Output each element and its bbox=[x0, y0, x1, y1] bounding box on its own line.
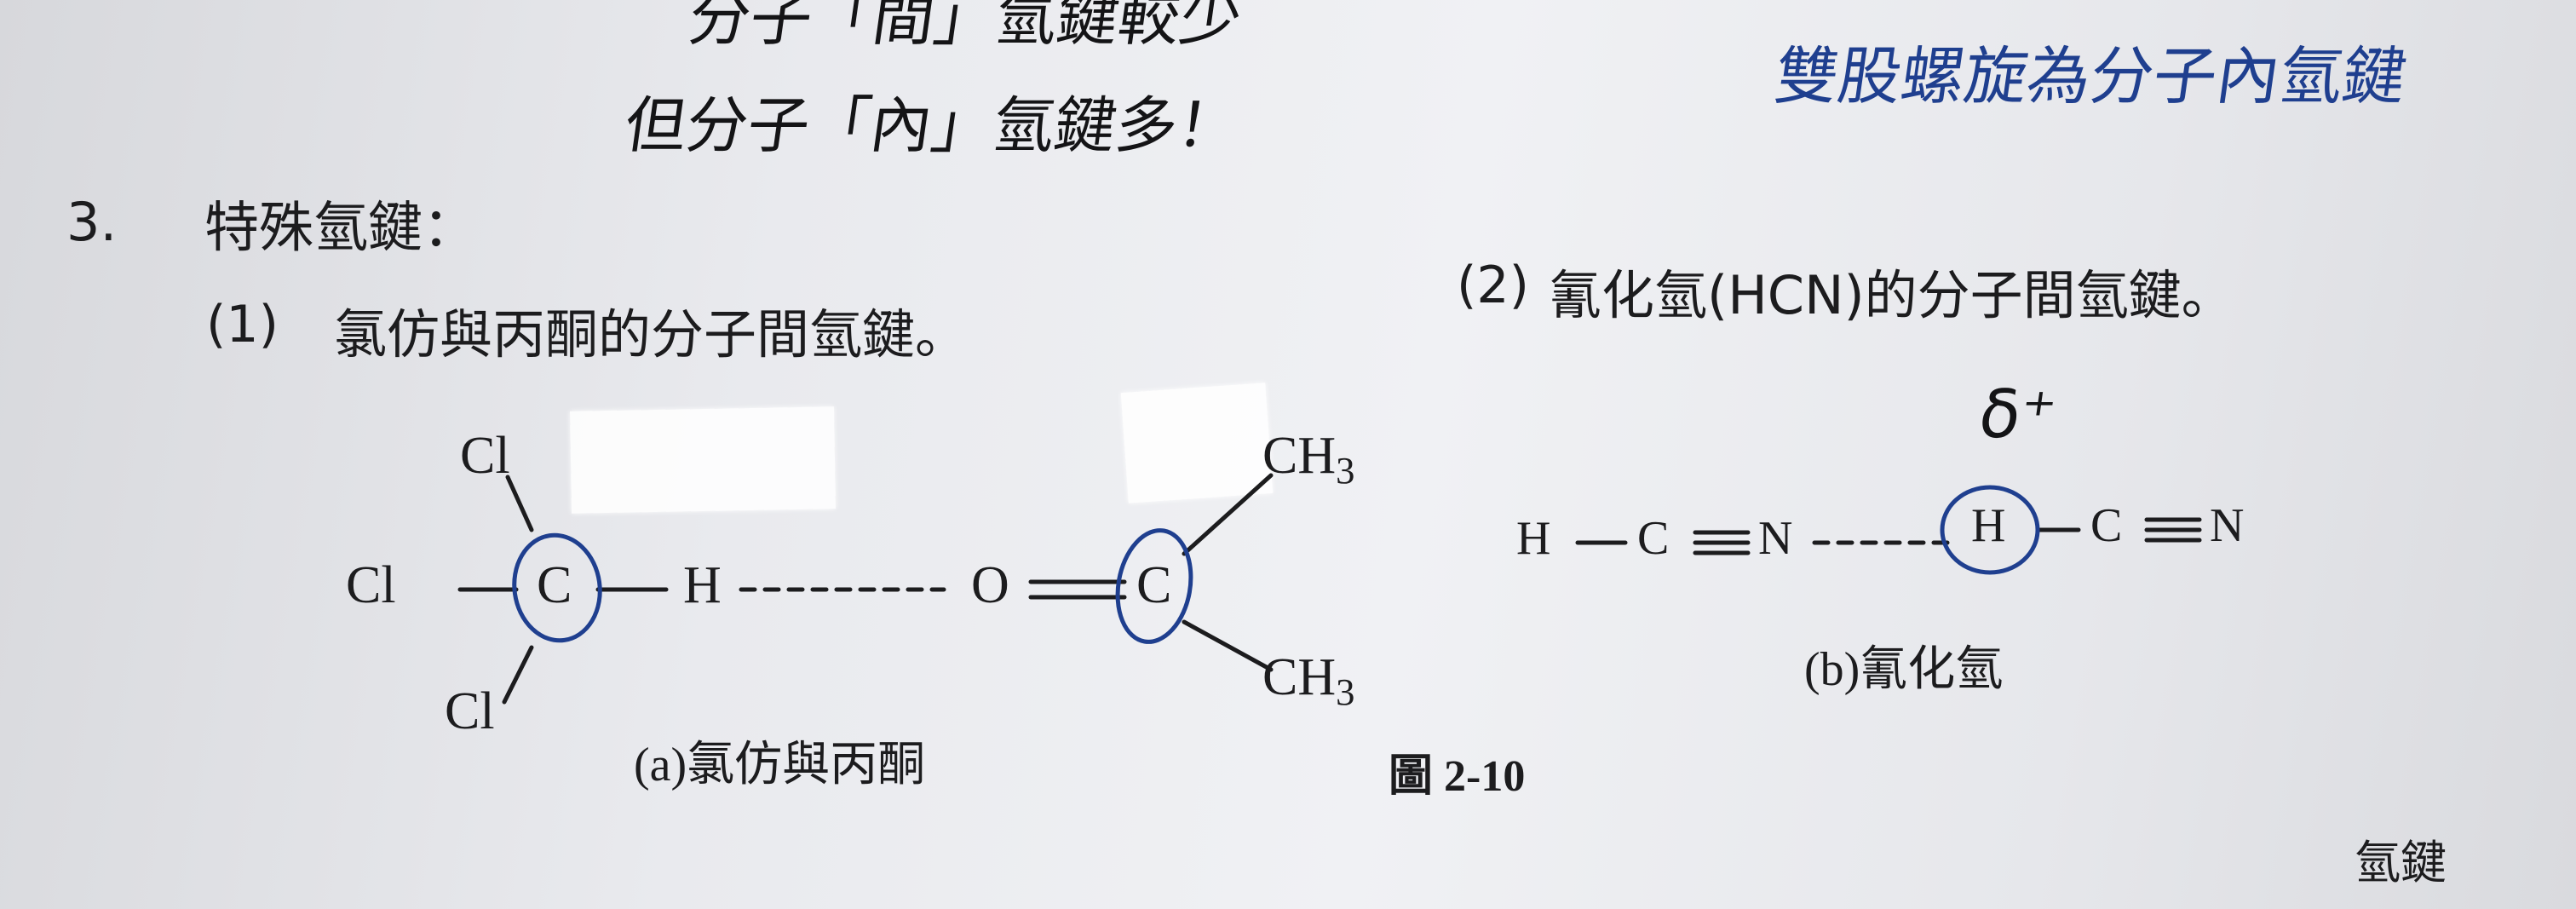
atom-ch3-top: CH3 bbox=[1262, 427, 1355, 492]
circle-chloroform-carbon bbox=[512, 532, 602, 643]
item-1-text: 氯仿與丙酮的分子間氫鍵。 bbox=[334, 303, 969, 365]
footer-label: 氫鍵 bbox=[2355, 837, 2447, 889]
figure-label: 圖 2-10 bbox=[1389, 752, 1526, 801]
atom-c-chloroform: C bbox=[537, 556, 572, 614]
atom-o-acetone: O bbox=[971, 556, 1009, 614]
section-number: 3. bbox=[66, 191, 118, 253]
atom-cl-top: Cl bbox=[460, 427, 510, 485]
bond-c-ch3-up bbox=[1182, 473, 1274, 556]
atom-h-chloroform: H bbox=[683, 556, 722, 614]
item-2-text: 氰化氫(HCN)的分子間氫鍵。 bbox=[1549, 264, 2234, 326]
section-title: 特殊氫鍵： bbox=[204, 197, 477, 260]
subscript-3: 3 bbox=[1336, 670, 1355, 714]
atom-c-acetone: C bbox=[1136, 556, 1172, 614]
atom-ch3-bottom: CH3 bbox=[1262, 648, 1355, 714]
atom-n-1: N bbox=[1758, 512, 1793, 565]
bond-cl-bottom bbox=[502, 645, 534, 705]
item-2-label: (2) bbox=[1457, 256, 1529, 315]
circle-hcn-hydrogen bbox=[1940, 485, 2040, 575]
bond-cl-top bbox=[505, 475, 534, 532]
caption-a: (a)氯仿與丙酮 bbox=[634, 739, 926, 791]
item-1-label: (1) bbox=[206, 295, 279, 354]
atom-cl-left: Cl bbox=[346, 556, 396, 614]
bond-c-ch3-down bbox=[1182, 619, 1274, 672]
subscript-3: 3 bbox=[1336, 449, 1355, 492]
atom-c-1: C bbox=[1637, 512, 1670, 565]
atom-h-2: H bbox=[1971, 499, 2006, 552]
atom-h-1: H bbox=[1516, 512, 1551, 565]
caption-b: (b)氰化氫 bbox=[1804, 643, 2004, 696]
atom-c-2: C bbox=[2090, 499, 2123, 552]
circle-acetone-carbon bbox=[1115, 528, 1193, 644]
delta-plus-annotation: δ⁺ bbox=[1974, 377, 2061, 453]
atom-cl-bottom: Cl bbox=[445, 682, 495, 740]
atom-n-2: N bbox=[2210, 499, 2245, 552]
